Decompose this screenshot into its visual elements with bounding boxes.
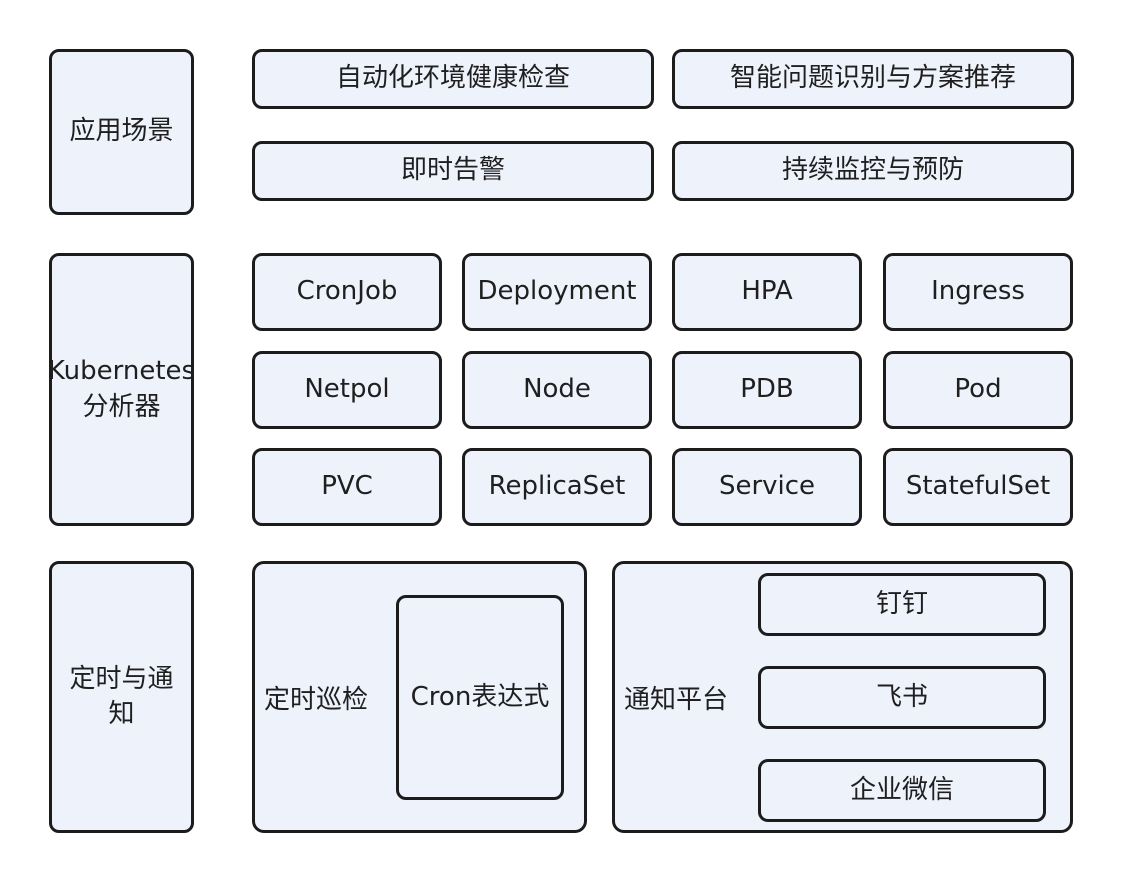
scenario-label: 持续监控与预防 (781, 155, 964, 186)
schedule-label: 定时巡检 (264, 684, 369, 715)
notify-platform-label: 钉钉 (875, 588, 928, 619)
analyzer-label: Service (718, 471, 816, 502)
notify-platform-item: 企业微信 (758, 759, 1046, 822)
analyzer-label: Netpol (304, 374, 390, 405)
cron-expression-label: Cron表达式 (410, 681, 550, 712)
category-label: 定时与通知 (69, 663, 174, 729)
analyzer-label: PVC (321, 471, 373, 502)
notify-platform-label: 企业微信 (849, 774, 954, 805)
analyzer-label: Deployment (477, 276, 637, 307)
analyzer-item: ReplicaSet (462, 448, 652, 526)
scenario-item: 智能问题识别与方案推荐 (672, 49, 1074, 109)
analyzer-label: ReplicaSet (488, 471, 626, 502)
scenario-item: 即时告警 (252, 141, 654, 201)
analyzer-label: Pod (954, 374, 1002, 405)
notify-platform-item: 飞书 (758, 666, 1046, 729)
analyzer-item: Ingress (883, 253, 1073, 331)
analyzer-label: StatefulSet (905, 471, 1051, 502)
analyzer-item: Deployment (462, 253, 652, 331)
category-schedule-notify: 定时与通知 (49, 561, 194, 833)
analyzer-item: StatefulSet (883, 448, 1073, 526)
analyzer-label: HPA (741, 276, 793, 307)
analyzer-item: PDB (672, 351, 862, 429)
analyzer-item: Node (462, 351, 652, 429)
scenario-label: 自动化环境健康检查 (335, 63, 570, 94)
analyzer-label: PDB (740, 374, 794, 405)
scenario-label: 即时告警 (400, 155, 505, 186)
category-analyzers: Kubernetes 分析器 (47, 253, 196, 526)
category-scenarios: 应用场景 (49, 49, 194, 215)
analyzer-item: Netpol (252, 351, 442, 429)
analyzer-label: Ingress (931, 276, 1025, 307)
analyzer-item: PVC (252, 448, 442, 526)
analyzer-item: Service (672, 448, 862, 526)
analyzer-label: Node (523, 374, 591, 405)
cron-expression-box: Cron表达式 (396, 595, 564, 800)
analyzer-item: HPA (672, 253, 862, 331)
notify-platform-item: 钉钉 (758, 573, 1046, 636)
scenario-label: 智能问题识别与方案推荐 (729, 63, 1016, 94)
scenario-item: 自动化环境健康检查 (252, 49, 654, 109)
analyzer-item: CronJob (252, 253, 442, 331)
notify-label: 通知平台 (624, 684, 729, 715)
analyzer-label: CronJob (296, 276, 398, 307)
notify-platform-label: 飞书 (875, 681, 928, 712)
category-label: 应用场景 (69, 116, 174, 147)
scenario-item: 持续监控与预防 (672, 141, 1074, 201)
analyzer-item: Pod (883, 351, 1073, 429)
category-label: Kubernetes 分析器 (47, 356, 196, 422)
